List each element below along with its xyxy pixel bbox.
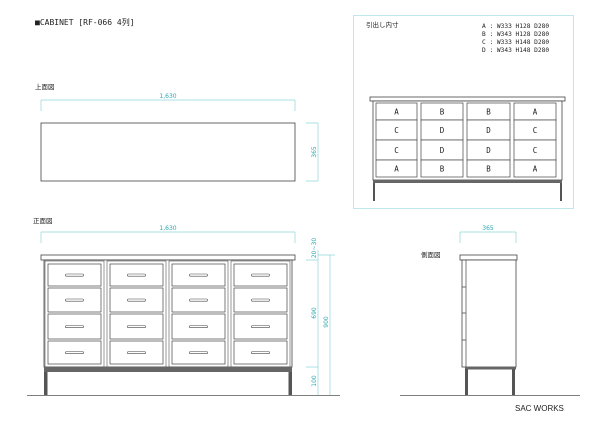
mini-leg-right <box>560 183 562 201</box>
drawer-type-label: A <box>533 108 538 117</box>
drawer-type-label: D <box>486 146 491 155</box>
side-leg-front <box>465 369 468 395</box>
drawer-handle-icon <box>189 273 208 277</box>
drawer-type-label: C <box>394 146 399 155</box>
side-depth-dimension-line <box>459 231 517 243</box>
spec-c: C : W333 H148 D280 <box>482 39 549 46</box>
drawer-handle-icon <box>251 298 270 302</box>
drawer-handle-icon <box>65 273 84 277</box>
drawer-handle-icon <box>65 351 84 355</box>
spec-d: D : W343 H148 D280 <box>482 47 549 54</box>
drawer-type-label: B <box>486 108 491 117</box>
side-leg-back <box>512 369 515 395</box>
front-width-dimension-line <box>40 231 296 243</box>
front-view: 正面図 1,630 20~30 690 100 900 <box>27 217 340 396</box>
front-base <box>44 367 292 372</box>
top-thickness-dimension: 20~30 <box>311 238 318 258</box>
body-height-dimension: 690 <box>311 307 318 319</box>
side-depth-dimension: 365 <box>482 225 494 232</box>
mini-drawer <box>513 159 557 178</box>
drawing-title: ■CABINET [RF-066 4列] <box>35 17 135 27</box>
drawer-handle-icon <box>127 325 146 329</box>
front-top-plate <box>40 254 296 261</box>
height-dimension-lines <box>306 250 335 395</box>
drawer-handle-icon <box>127 351 146 355</box>
top-depth-dimension-line <box>306 122 319 182</box>
panel-title: 引出し内寸 <box>366 20 399 29</box>
drawer-handle-icon <box>189 351 208 355</box>
drawer-type-label: C <box>533 146 538 155</box>
top-view-outline <box>40 122 296 182</box>
mini-top-plate <box>369 96 566 102</box>
spec-b: B : W343 H128 D280 <box>482 31 549 38</box>
drawer-type-label: A <box>533 165 538 174</box>
drawer-type-label: B <box>440 108 445 117</box>
mini-drawer <box>466 159 511 178</box>
side-view: 側面図 365 <box>400 225 580 396</box>
top-width-dimension-line <box>40 99 296 111</box>
spec-a: A : W333 H128 D280 <box>482 23 549 30</box>
top-depth-dimension: 365 <box>311 146 318 158</box>
drawer-type-label: C <box>533 126 538 135</box>
side-base <box>465 367 516 370</box>
front-width-dimension: 1,630 <box>159 225 176 232</box>
front-view-label: 正面図 <box>33 217 53 225</box>
mini-base <box>373 180 562 183</box>
mini-leg-left <box>373 183 375 201</box>
panel-border <box>353 15 574 209</box>
drawer-handle-icon <box>65 298 84 302</box>
drawer-handle-icon <box>127 298 146 302</box>
mini-drawer <box>375 159 418 178</box>
front-leg-left <box>44 372 48 395</box>
drawer-type-label: A <box>394 165 399 174</box>
drawer-type-label: D <box>486 126 491 135</box>
drawer-handle-icon <box>251 273 270 277</box>
drawer-type-label: C <box>394 126 399 135</box>
top-view: 上面図 1,630 365 <box>35 82 319 182</box>
drawer-handle-icon <box>189 298 208 302</box>
total-height-dimension: 900 <box>323 316 330 328</box>
top-view-label: 上面図 <box>35 82 55 91</box>
drawer-type-label: B <box>486 165 491 174</box>
drawer-handle-icon <box>65 325 84 329</box>
drawer-type-label: D <box>440 146 445 155</box>
side-top-plate <box>459 254 518 261</box>
drawer-size-panel: 引出し内寸 A : W333 H128 D280 B : W343 H128 D… <box>353 15 574 209</box>
leg-height-dimension: 100 <box>311 375 318 387</box>
mini-drawer <box>420 159 464 178</box>
drawer-type-label: B <box>440 165 445 174</box>
drawer-handle-icon <box>251 351 270 355</box>
side-drawer-fronts <box>462 260 467 367</box>
drawer-handle-icon <box>189 325 208 329</box>
brand-logo: SAC WORKS <box>515 404 564 413</box>
drawer-type-label: D <box>440 126 445 135</box>
side-view-label: 側面図 <box>421 251 441 259</box>
drawer-type-label: A <box>394 108 399 117</box>
drawer-handle-icon <box>251 325 270 329</box>
side-body <box>461 259 517 368</box>
top-width-dimension: 1,630 <box>159 93 176 100</box>
drawer-handle-icon <box>127 273 146 277</box>
front-leg-right <box>288 372 292 395</box>
